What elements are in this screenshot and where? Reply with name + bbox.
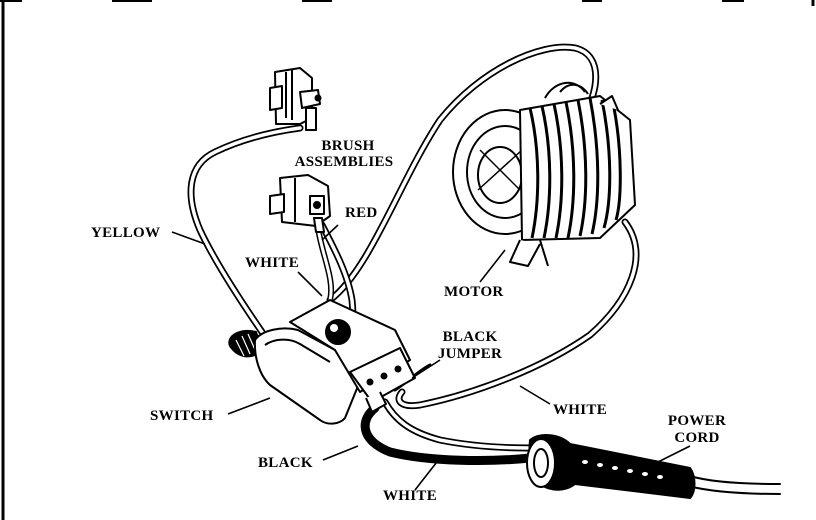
power-cord-label-line2: CORD [674,430,719,446]
labels: BRUSH ASSEMBLIES RED YELLOW WHITE MOTOR … [91,138,726,504]
white-right-label: WHITE [553,402,607,418]
brush-label-line2: ASSEMBLIES [295,154,394,170]
brush-assembly-lower [269,174,331,233]
yellow-label: YELLOW [91,225,160,241]
white-return-wire [395,218,640,410]
switch [228,299,416,425]
red-label: RED [345,205,378,221]
cord-wires [360,398,535,465]
brush-assembly-upper [269,67,322,131]
motor [452,82,636,267]
motor-label: MOTOR [444,284,504,300]
power-cord-plug [526,434,696,499]
cord-tail [689,475,781,485]
black-label: BLACK [258,455,313,471]
switch-label: SWITCH [150,408,214,424]
yellow-wire [187,124,304,336]
white-bottom-label: WHITE [383,488,437,504]
brush-label-line1: BRUSH [321,138,374,154]
white-loop-wire [326,43,600,304]
leader-lines [171,224,691,491]
black-jumper-label-line2: JUMPER [438,346,502,362]
black-jumper-label-line1: BLACK [443,329,498,345]
power-cord-label-line1: POWER [668,413,726,429]
white-upper-label: WHITE [245,255,299,271]
